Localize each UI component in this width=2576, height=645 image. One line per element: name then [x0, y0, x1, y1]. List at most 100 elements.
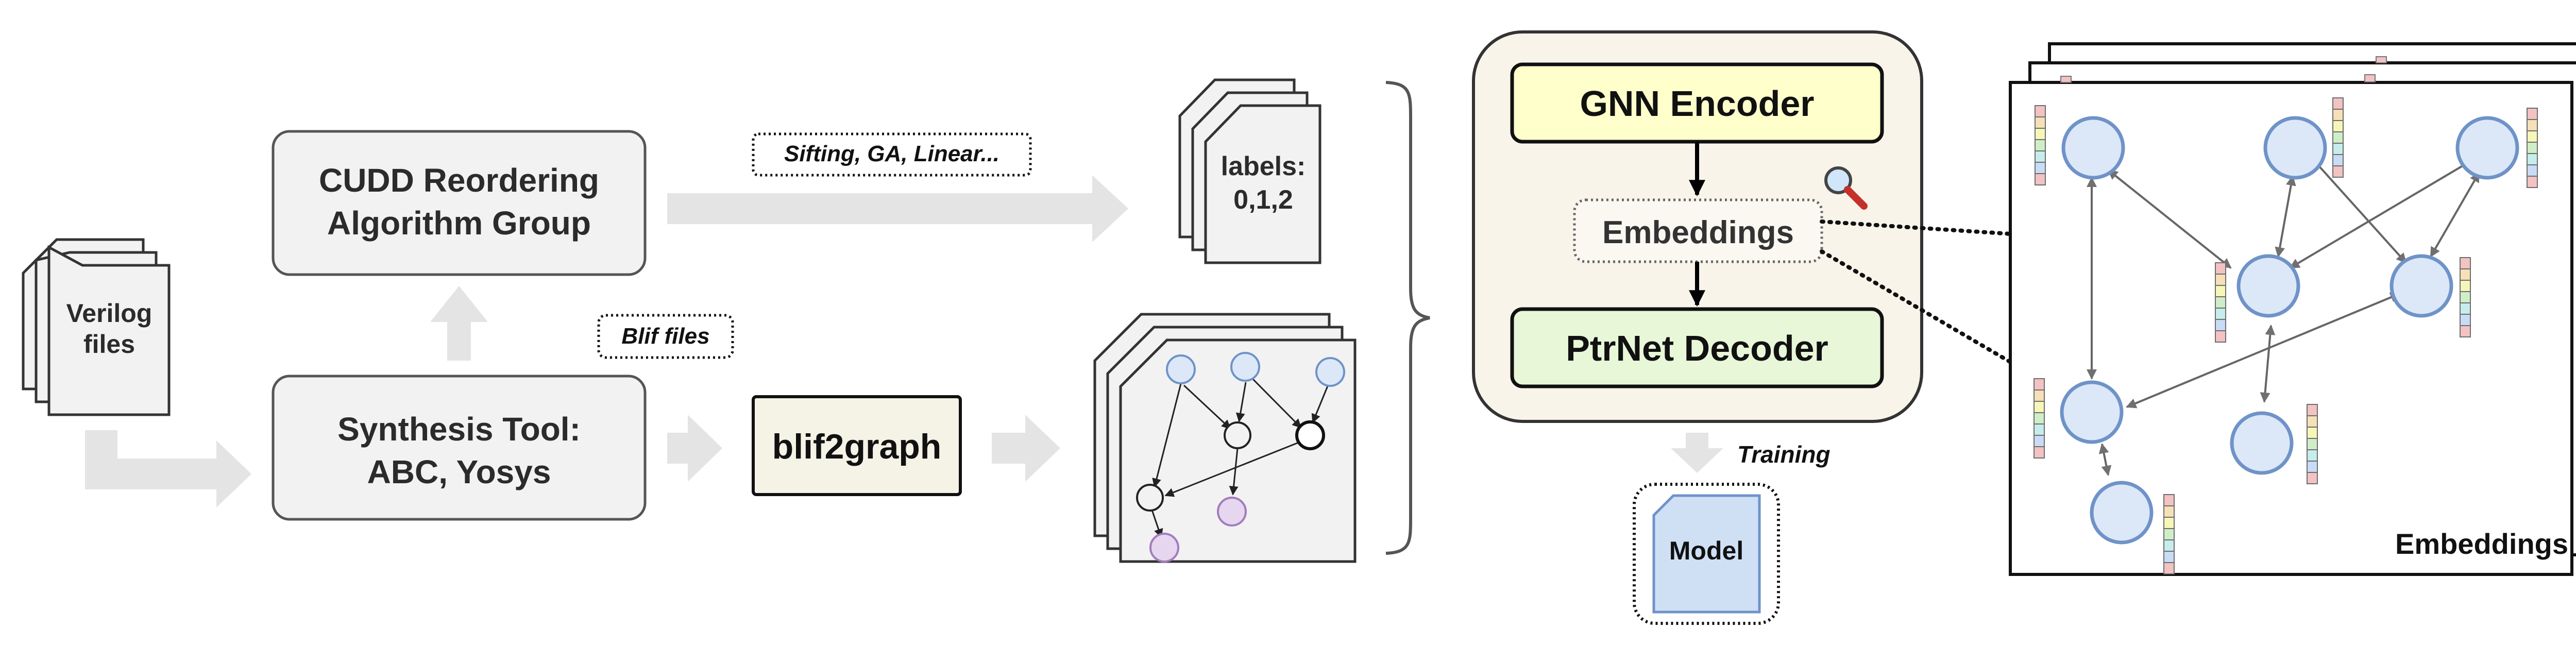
- labels-doc-stack: labels: 0,1,2: [1178, 78, 1321, 264]
- embedding-strip-cell: [2332, 97, 2344, 110]
- embedding-strip-cell: [2460, 325, 2471, 337]
- embedding-strip-cell: [2332, 154, 2344, 166]
- connector-top: [1820, 219, 2021, 236]
- embedding-node: [2230, 411, 2294, 475]
- blif2graph-box: blif2graph: [752, 395, 962, 496]
- ptrnet-decoder-text: PtrNet Decoder: [1566, 328, 1828, 368]
- embedding-strip-cell: [2527, 153, 2538, 165]
- embedding-strip-cell: [2033, 401, 2045, 413]
- embedding-strip-cell: [2215, 285, 2226, 297]
- embedding-strip-cell: [2460, 291, 2471, 303]
- embedding-strip-cell: [2035, 116, 2046, 129]
- cudd-line1: CUDD Reordering: [319, 162, 599, 199]
- embedding-node: [2061, 116, 2125, 180]
- embedding-strip-cell: [2035, 105, 2046, 117]
- embedding-strip-cell: [2332, 165, 2344, 178]
- blif-files-tag-text: Blif files: [621, 324, 709, 349]
- embedding-strip-cell: [2033, 423, 2045, 436]
- cudd-reordering-box: CUDD Reordering Algorithm Group: [272, 130, 647, 276]
- embedding-strip-cell: [2163, 539, 2175, 552]
- embedding-strip-cell: [2332, 109, 2344, 121]
- embeddings-text: Embeddings: [1602, 215, 1794, 250]
- sifting-tag: Sifting, GA, Linear...: [752, 132, 1032, 177]
- verilog-files-stack: Verilog files: [22, 238, 171, 416]
- embedding-strip-cell: [2307, 472, 2318, 484]
- graph-node: [1315, 357, 1345, 387]
- embedding-strip-cell: [2163, 517, 2175, 529]
- embedding-strip-cell: [2307, 415, 2318, 428]
- graph-node: [1217, 497, 1247, 527]
- embedding-strip-cell: [2460, 314, 2471, 326]
- connector-bottom: [1820, 249, 2021, 369]
- embedding-strip-cell: [2460, 302, 2471, 315]
- arrow-synth-to-cudd: [430, 286, 488, 361]
- synthesis-tool-line2: ABC, Yosys: [367, 453, 551, 490]
- ptrnet-decoder-box: PtrNet Decoder: [1510, 307, 1884, 388]
- synthesis-tool-line1: Synthesis Tool:: [337, 411, 581, 448]
- arrow-blif2graph-to-graphs: [992, 415, 1060, 482]
- embedding-strip-cell: [2215, 308, 2226, 320]
- gnn-encoder-text: GNN Encoder: [1580, 83, 1814, 124]
- embedding-strip-cell: [2035, 139, 2046, 151]
- embedding-strip-cell: [2307, 427, 2318, 439]
- embedding-node: [2455, 116, 2519, 180]
- verilog-label-line1: Verilog: [66, 299, 152, 328]
- labels-doc-line1: labels:: [1221, 151, 1306, 181]
- blif2graph-text: blif2graph: [772, 427, 942, 466]
- embeddings-panel: Embeddings: [2009, 42, 2576, 576]
- embedding-strip-cell: [2527, 108, 2538, 120]
- embedding-node: [2236, 254, 2300, 318]
- embedding-strip-cell: [2332, 143, 2344, 155]
- graph-edges: [1151, 378, 1330, 538]
- arrow-training: [1671, 433, 1723, 473]
- embedding-strip-cell: [2035, 162, 2046, 174]
- embedding-strips: [2033, 97, 2538, 574]
- model-label: Model: [1669, 536, 1743, 565]
- sifting-tag-text: Sifting, GA, Linear...: [784, 141, 999, 166]
- embedding-strip-cell: [2035, 150, 2046, 163]
- embedding-strip-cell: [2033, 446, 2045, 459]
- embedding-strip-cell: [2307, 461, 2318, 473]
- gnn-encoder-box: GNN Encoder: [1510, 62, 1884, 144]
- embedding-strip-cell: [2332, 120, 2344, 132]
- embedding-strip-cell: [2307, 404, 2318, 416]
- embedding-strip-cell: [2307, 438, 2318, 450]
- embedding-strip-cell: [2215, 319, 2226, 331]
- embedding-strip-cell: [2033, 378, 2045, 391]
- labels-doc-line2: 0,1,2: [1233, 185, 1293, 215]
- embedding-strip-cell: [2033, 435, 2045, 447]
- graph-node: [1224, 421, 1251, 449]
- training-label: Training: [1737, 441, 1831, 468]
- magnifier-icon: [1824, 166, 1868, 210]
- model-output-box: Model: [1633, 483, 1780, 625]
- synthesis-tool-box: Synthesis Tool: ABC, Yosys: [272, 375, 647, 521]
- embedding-strip-cell: [2215, 274, 2226, 286]
- embedding-strip-cell: [2035, 173, 2046, 185]
- embedding-node: [2263, 116, 2327, 180]
- graph-node: [1166, 354, 1196, 384]
- embedding-strip-cell: [2163, 505, 2175, 518]
- embedding-strip-cell: [2460, 280, 2471, 292]
- embedding-strip-cell: [2215, 330, 2226, 343]
- embedding-strip-cell: [2460, 268, 2471, 281]
- embedding-strip-cell: [2527, 119, 2538, 131]
- embedding-node: [2090, 481, 2154, 545]
- arrow-verilog-to-synth: [85, 430, 251, 507]
- embedding-strip-cell: [2163, 528, 2175, 540]
- arrow-synth-to-blif2graph: [667, 415, 722, 482]
- embedding-strip-cell: [2163, 562, 2175, 574]
- embeddings-box: Embeddings: [1573, 198, 1823, 263]
- embedding-strip-cell: [2460, 257, 2471, 269]
- embedding-strip-cell: [2035, 128, 2046, 140]
- embedding-edges: [2087, 159, 2480, 476]
- graph-node: [1295, 420, 1325, 450]
- embedding-node: [2389, 254, 2453, 318]
- embedding-strip-cell: [2332, 131, 2344, 144]
- arrow-cudd-to-labels: [667, 175, 1128, 242]
- embedding-strip-cell: [2033, 389, 2045, 402]
- embedding-strip-cell: [2307, 449, 2318, 462]
- graph-node: [1149, 533, 1179, 563]
- embedding-strip-cell: [2527, 130, 2538, 143]
- embedding-node: [2060, 380, 2124, 444]
- verilog-label-line2: files: [83, 330, 135, 359]
